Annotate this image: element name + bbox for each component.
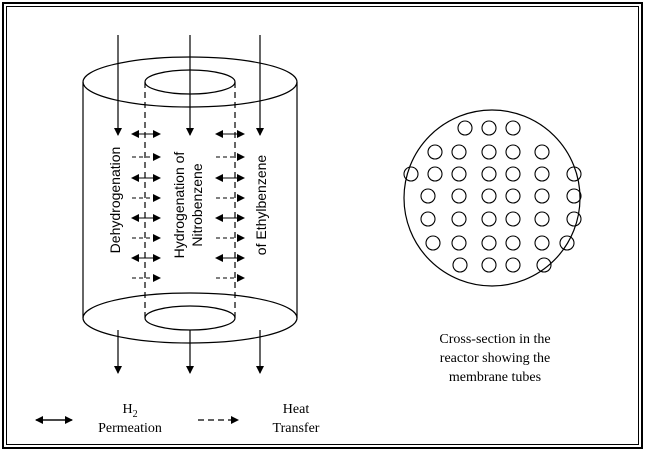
membrane-tube [481, 120, 497, 136]
legend-h2-label-line2: Permeation [98, 421, 162, 436]
membrane-tube [481, 235, 497, 251]
membrane-tube [403, 166, 419, 182]
membrane-tube [481, 144, 497, 160]
flow-arrows [114, 35, 264, 374]
membrane-tube [505, 120, 521, 136]
inner-bottom-ellipse [144, 305, 236, 331]
membrane-tube [536, 257, 552, 273]
membrane-tube [451, 188, 467, 204]
membrane-tube [505, 235, 521, 251]
label-hydrogenation-line2: Nitrobenzene [189, 163, 205, 246]
wall-arrows [131, 130, 245, 282]
legend-heat-label-line2: Transfer [273, 421, 320, 436]
membrane-tube [451, 235, 467, 251]
cross-section-caption-line1: Cross-section in the [439, 332, 550, 347]
membrane-tube [534, 144, 550, 160]
membrane-tube [505, 188, 521, 204]
membrane-tube [425, 235, 441, 251]
membrane-tube [481, 188, 497, 204]
membrane-tube [427, 144, 443, 160]
membrane-tube [451, 144, 467, 160]
membrane-tube [534, 188, 550, 204]
label-dehydrogenation: Dehydrogenation [107, 147, 123, 254]
membrane-tube [566, 211, 582, 227]
membrane-tube [427, 166, 443, 182]
membrane-tube [451, 166, 467, 182]
outer-border [2, 2, 643, 449]
membrane-tube [481, 166, 497, 182]
membrane-tube [420, 211, 436, 227]
membrane-tube [420, 188, 436, 204]
membrane-tube [481, 211, 497, 227]
membrane-tube [559, 235, 575, 251]
membrane-tube [534, 211, 550, 227]
membrane-tube [505, 211, 521, 227]
membrane-tube [534, 235, 550, 251]
membrane-tube [452, 257, 468, 273]
cross-section-outline [403, 109, 581, 287]
inner-border [6, 6, 639, 445]
label-ethylbenzene: of Ethylbenzene [253, 155, 269, 256]
membrane-tube [534, 166, 550, 182]
legend: H2 Permeation Heat Transfer [35, 402, 320, 436]
membrane-tube [566, 166, 582, 182]
legend-h2-main: H [122, 402, 132, 417]
legend-heat-label-line1: Heat [283, 402, 310, 417]
membrane-tube [481, 257, 497, 273]
cross-section-caption-line3: membrane tubes [449, 370, 541, 385]
cross-section-caption-line2: reactor showing the [440, 351, 550, 366]
legend-h2-sub: 2 [133, 409, 138, 420]
membrane-tube [505, 257, 521, 273]
legend-h2-label: H2 [122, 402, 137, 420]
membrane-tube [451, 211, 467, 227]
membrane-tube [566, 188, 582, 204]
membrane-tubes [403, 120, 582, 273]
membrane-tube [505, 166, 521, 182]
cross-section [403, 109, 582, 287]
label-hydrogenation-line1: Hydrogenation of [171, 152, 187, 259]
membrane-tube [457, 120, 473, 136]
membrane-tube [505, 144, 521, 160]
